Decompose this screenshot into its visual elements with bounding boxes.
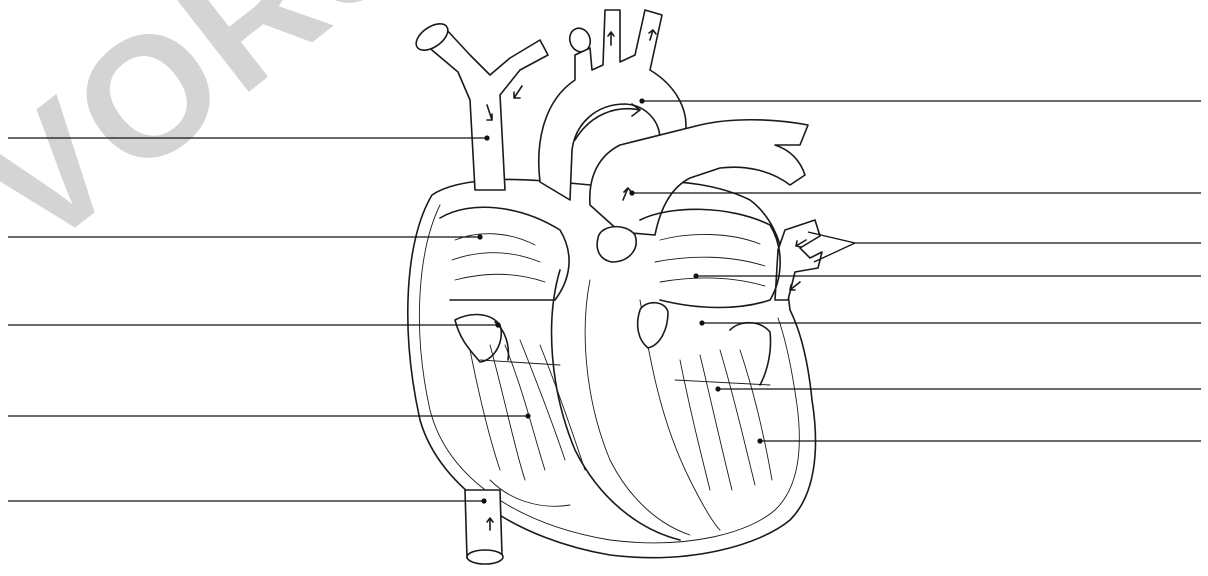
leader-dot-left-1 [484, 135, 489, 140]
leader-dot-left-2 [477, 234, 482, 239]
leader-dot-right-5 [699, 320, 704, 325]
leader-dot-left-4 [525, 413, 530, 418]
leader-dot-right-7 [757, 438, 762, 443]
pulmonary-veins [775, 220, 822, 300]
heart-illustration [408, 10, 822, 564]
leader-dot-left-3 [495, 322, 500, 327]
superior-vena-cava [420, 28, 548, 190]
leader-dot-right-1 [639, 98, 644, 103]
leader-dot-left-5 [481, 498, 486, 503]
leader-dot-right-4 [693, 273, 698, 278]
leader-dot-right-2 [629, 190, 634, 195]
leader-dot-right-6 [715, 386, 720, 391]
